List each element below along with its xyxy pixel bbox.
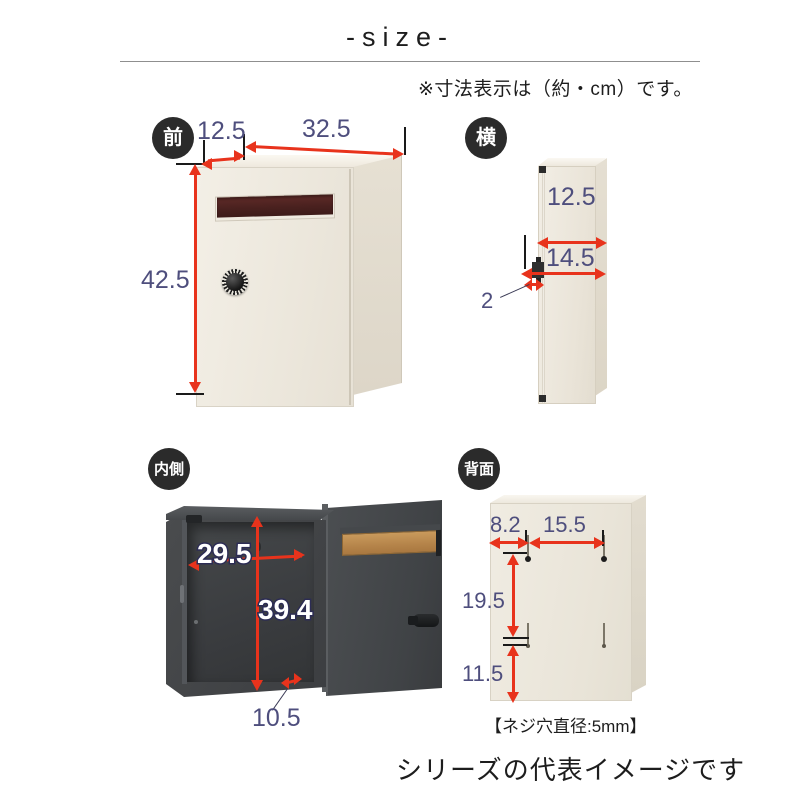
keyhole-bottom-right [602,623,606,648]
side-tick-left [524,235,526,269]
side-depth-upper-arrow-line [545,241,599,244]
back-left-offset-head-left [489,537,500,549]
badge-interior: 内側 [148,448,190,490]
interior-latch-handle [413,614,439,627]
interior-box-rim [166,506,334,520]
side-hinge-value: 2 [481,288,494,313]
back-spacing-value: 15.5 [543,512,586,537]
interior-screw-dot [194,620,198,624]
back-vertical-value: 19.5 [462,588,505,613]
interior-width-head-right [294,549,305,561]
side-hinge-head-right [536,279,544,291]
back-bottom-value: 11.5 [462,661,504,686]
back-left-offset-value: 8.2 [490,512,521,537]
badge-back: 背面 [458,448,500,490]
front-tick-mid [243,134,245,160]
front-width-arrow-head-right [393,148,404,160]
interior-height-head-top [251,516,263,527]
interior-mail-flap [342,530,440,556]
back-spacing-arrow-line [537,541,599,544]
back-bottom-head-bottom [507,692,519,703]
front-width-value: 32.5 [302,115,351,143]
interior-width-value: 29.5 [196,538,253,569]
screw-hole-note: 【ネジ穴直径:5mm】 [485,717,647,736]
back-spacing-head-right [594,537,605,549]
keyhole-bottom-left [526,623,530,648]
front-view-illustration [196,155,414,415]
side-depth-lower-head-right [595,268,606,280]
front-tick-right [404,127,406,155]
back-spacing-head-left [529,537,540,549]
front-depth-value: 12.5 [197,117,246,145]
front-height-arrow-head-top [189,164,201,175]
side-depth-upper-head-left [537,237,548,249]
interior-width-head-left [188,559,199,571]
interior-corner-bracket [186,515,202,523]
badge-front: 前 [152,117,194,159]
side-depth-lower-head-left [521,268,532,280]
interior-depth-value: 10.5 [252,704,301,732]
keyhole-bottom-left-hole [526,644,530,648]
side-box-top [538,158,606,166]
side-cap-top [539,166,546,173]
side-depth-lower-arrow-line [529,272,597,275]
back-vertical-arrow-line [512,562,515,630]
side-box-face [538,166,596,404]
header-divider [120,61,700,62]
badge-side: 横 [465,117,507,159]
page-title: -size- [346,22,454,52]
interior-depth-head-right [294,673,302,685]
back-bottom-arrow-line [512,653,515,696]
back-vertical-head-bottom [507,626,519,637]
back-box-top [490,495,646,503]
interior-height-arrow-line [256,524,259,684]
front-box-seam [349,169,351,405]
series-caption: シリーズの代表イメージです [396,755,746,785]
front-width-arrow-head-left [245,141,256,153]
keyhole-top-left-hole [525,556,531,562]
front-depth-arrow-head-right [234,150,245,162]
side-depth-lower-value: 14.5 [546,244,595,272]
front-tick-left [203,140,205,164]
mail-slot-flap [217,194,333,218]
front-box-top [196,155,402,167]
unit-note: ※寸法表示は（約・cm）です。 [418,79,693,100]
combination-dial-knob [226,273,244,291]
side-hinge-bracket [532,262,544,278]
interior-latch-base [408,616,418,625]
interior-door-catch [180,585,184,603]
front-height-arrow-line [194,172,197,386]
keyhole-bottom-right-hole [602,644,606,648]
interior-view-illustration [160,490,460,705]
side-cap-bottom [539,395,546,402]
interior-flap-clip [436,529,441,557]
back-left-offset-arrow-line [497,541,521,544]
front-height-value: 42.5 [141,266,190,294]
side-hinge-arrow-line [530,283,538,286]
interior-depth-head-left [281,677,289,689]
keyhole-top-right-hole [601,556,607,562]
side-depth-upper-value: 12.5 [547,183,596,211]
front-height-arrow-head-bottom [189,382,201,393]
interior-height-head-bottom [251,680,263,691]
front-tick-bottom-left [176,393,204,395]
interior-left-lip [182,520,187,684]
back-bottom-head-top [507,645,519,656]
front-depth-arrow-head-left [201,158,212,170]
back-vertical-head-top [507,554,519,565]
back-tick-row2 [503,637,529,639]
interior-cavity [186,522,314,682]
back-box-side [631,495,646,693]
back-tick-row1 [503,552,527,554]
front-box-side [353,155,402,395]
back-left-offset-head-right [518,537,529,549]
interior-height-value: 39.4 [257,594,314,625]
side-depth-upper-head-right [596,237,607,249]
